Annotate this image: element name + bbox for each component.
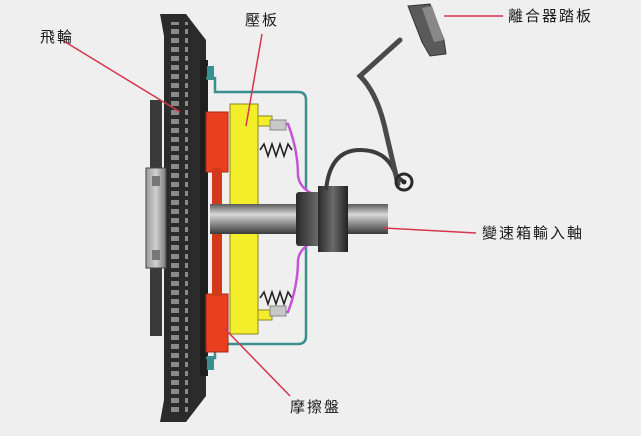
label-clutch-pedal: 離合器踏板 [508, 7, 594, 25]
leader-line-input-shaft [383, 227, 477, 234]
label-pressure-plate: 壓板 [245, 11, 280, 29]
flywheel [145, 14, 208, 422]
label-friction-disc: 摩擦盤 [290, 398, 342, 416]
pressure-springs [259, 119, 319, 317]
leader-line-friction-disc [223, 327, 291, 397]
input-shaft [210, 186, 388, 252]
label-flywheel: 飛輪 [40, 28, 75, 46]
clutch-cover [206, 66, 308, 370]
clutch-pedal [324, 3, 447, 192]
label-input-shaft: 變速箱輸入軸 [482, 224, 585, 242]
leader-lines [61, 15, 503, 397]
leader-line-flywheel [61, 39, 181, 113]
leader-line-pressure-plate [245, 33, 263, 127]
